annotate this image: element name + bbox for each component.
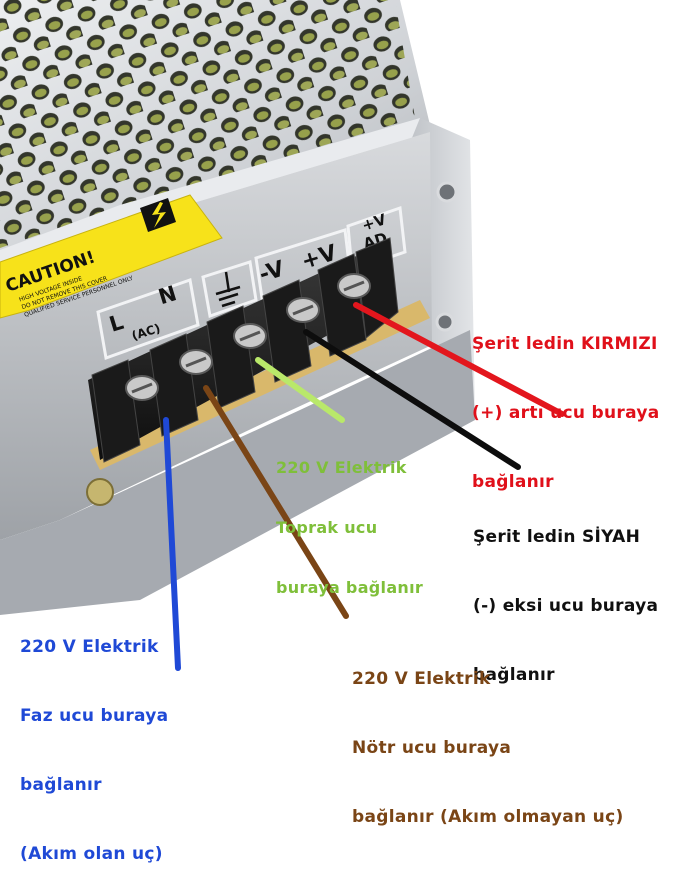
annotation-black-negative: Şerit ledin SİYAH (-) eksi ucu buraya ba… (473, 480, 658, 710)
annotation-line: Nötr ucu buraya (352, 738, 512, 758)
annotation-line: bağlanır (20, 775, 102, 795)
mounting-screw (86, 478, 114, 506)
annotation-line: (+) artı ucu buraya (472, 403, 660, 423)
brown-wire (203, 385, 349, 619)
annotation-line: Şerit ledin SİYAH (473, 527, 641, 547)
annotation-line: 220 V Elektrik (20, 637, 159, 657)
annotation-line: (Akım olan uç) (20, 844, 163, 864)
annotation-brown-neutral: 220 V Elektrik Nötr ucu buraya bağlanır … (352, 622, 624, 852)
screw-hole (435, 312, 455, 332)
annotation-red-positive: Şerit ledin KIRMIZI (+) artı ucu buraya … (472, 287, 660, 517)
annotation-line: Toprak ucu (276, 518, 378, 537)
ground-icon (215, 271, 241, 308)
annotation-line: bağlanır (Akım olmayan uç) (352, 807, 624, 827)
annotation-line: 220 V Elektrik (276, 458, 407, 477)
screw-hole (436, 181, 458, 203)
terminal-n-label: N (156, 281, 180, 309)
annotation-line: bağlanır (473, 665, 555, 685)
power-supply-photo: CAUTION! HIGH VOLTAGE INSIDE DO NOT REMO… (0, 0, 565, 671)
annotation-line: buraya bağlanır (276, 578, 424, 597)
annotation-green-ground: 220 V Elektrik Toprak ucu buraya bağlanı… (276, 418, 423, 618)
green-wire (255, 357, 345, 423)
lightning-icon (140, 198, 176, 232)
red-wire (353, 302, 565, 417)
perforation (0, 0, 415, 248)
annotation-line: (-) eksi ucu buraya (473, 596, 659, 616)
annotation-line: Şerit ledin KIRMIZI (472, 334, 658, 354)
black-wire (303, 329, 521, 470)
annotation-blue-phase: 220 V Elektrik Faz ucu buraya bağlanır (… (20, 590, 168, 889)
enclosure-edge (0, 118, 430, 272)
annotation-line: bağlanır (472, 472, 554, 492)
annotation-line: Faz ucu buraya (20, 706, 169, 726)
terminal-block (88, 237, 399, 463)
enclosure-bottom (0, 330, 475, 615)
blue-wire (163, 417, 181, 671)
annotation-line: 220 V Elektrik (352, 669, 491, 689)
